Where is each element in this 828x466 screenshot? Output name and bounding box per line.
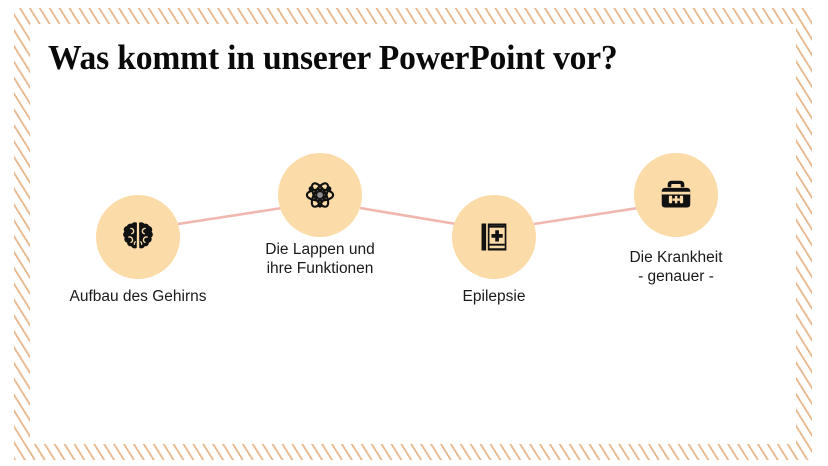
medical-book-icon <box>481 223 507 251</box>
node-3-label: Epilepsie <box>462 288 526 305</box>
node-2-circle[interactable] <box>278 153 362 237</box>
page-title: Was kommt in unserer PowerPoint vor? <box>48 38 618 77</box>
node-3-circle[interactable] <box>452 195 536 279</box>
node-4-label: Die Krankheit - genauer - <box>629 249 723 285</box>
node-1-label: Aufbau des Gehirns <box>69 288 207 305</box>
node-2-label: Die Lappen und ihre Funktionen <box>265 241 375 277</box>
atom-icon <box>305 182 335 208</box>
node-4-circle[interactable] <box>634 153 718 237</box>
first-aid-kit-icon <box>661 180 691 208</box>
brain-icon <box>123 222 153 249</box>
node-1-circle[interactable] <box>96 195 180 279</box>
